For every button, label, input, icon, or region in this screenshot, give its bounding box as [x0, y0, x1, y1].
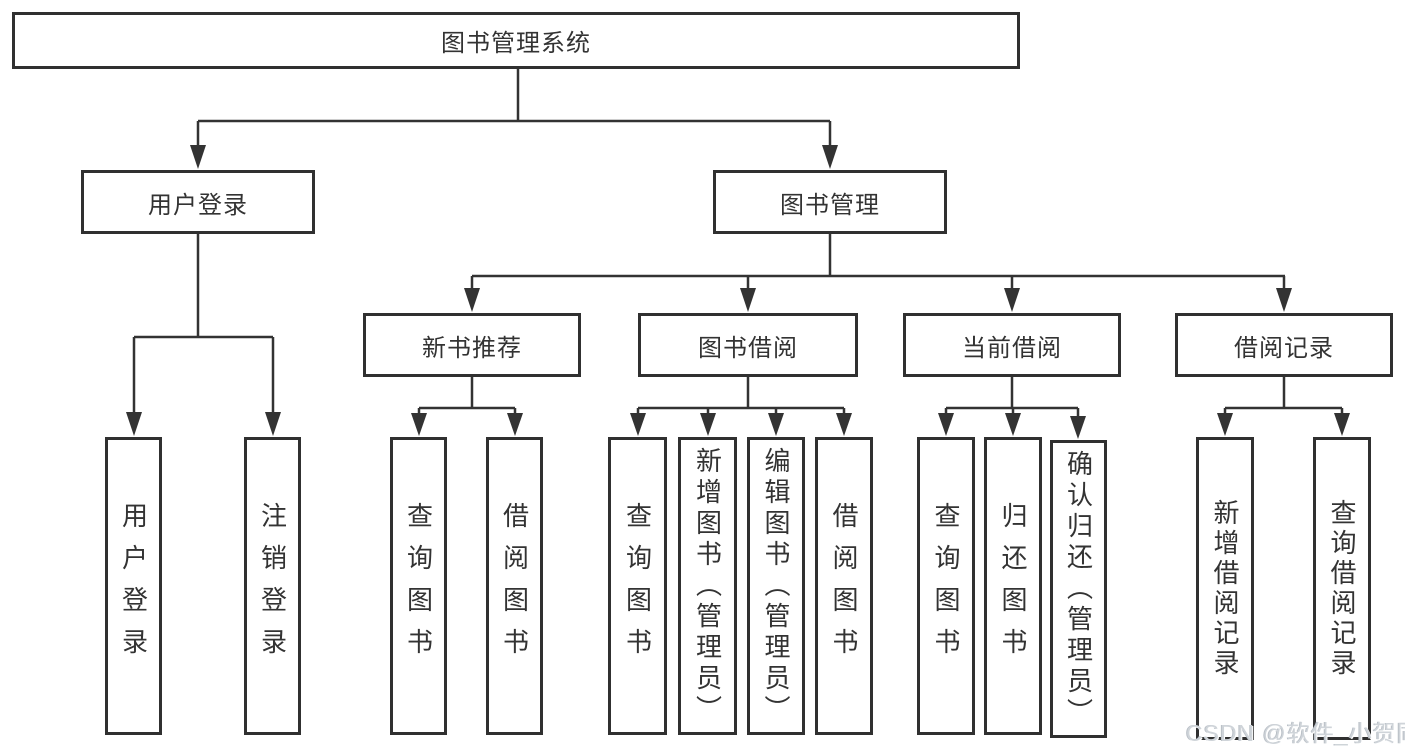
- leaf-confirm-return-admin: 确认归还（管理员）: [1050, 440, 1107, 738]
- node-user-login-label: 用户登录: [148, 191, 248, 219]
- leaf-return-books: 归还图书: [984, 437, 1042, 735]
- node-new-book-recommend-label: 新书推荐: [422, 334, 522, 362]
- node-book-management-label: 图书管理: [780, 191, 880, 219]
- leaf-borrow-books: 借阅图书: [815, 437, 873, 735]
- leaf-user-login-label: 用户登录: [118, 502, 149, 670]
- leaf-query-books-borrow-label: 查询图书: [622, 502, 653, 670]
- leaf-add-borrow-record-label: 新增借阅记录: [1210, 498, 1240, 679]
- leaf-confirm-return-admin-label: 确认归还（管理员）: [1063, 449, 1094, 729]
- leaf-logout-login: 注销登录: [244, 437, 301, 735]
- leaf-add-books-admin: 新增图书（管理员）: [678, 437, 737, 735]
- leaf-logout-login-label: 注销登录: [257, 502, 288, 670]
- node-borrow-records: 借阅记录: [1175, 313, 1393, 377]
- leaf-edit-books-admin-label: 编辑图书（管理员）: [761, 446, 791, 726]
- leaf-borrow-books-recommend: 借阅图书: [486, 437, 543, 735]
- node-book-borrow: 图书借阅: [638, 313, 858, 377]
- node-current-borrow: 当前借阅: [903, 313, 1121, 377]
- leaf-user-login: 用户登录: [105, 437, 162, 735]
- node-book-borrow-label: 图书借阅: [698, 334, 798, 362]
- node-root-label: 图书管理系统: [441, 30, 591, 57]
- leaf-query-books-current: 查询图书: [917, 437, 975, 735]
- leaf-add-books-admin-label: 新增图书（管理员）: [692, 446, 723, 726]
- arrowheads: [126, 145, 1350, 439]
- leaf-query-borrow-record: 查询借阅记录: [1313, 437, 1371, 740]
- leaf-query-borrow-record-label: 查询借阅记录: [1327, 498, 1357, 679]
- node-root: 图书管理系统: [12, 12, 1020, 69]
- node-book-management: 图书管理: [713, 170, 947, 234]
- leaf-query-books-current-label: 查询图书: [931, 502, 961, 670]
- csdn-watermark: CSDN @软件_小贺同学: [1186, 720, 1405, 746]
- node-borrow-records-label: 借阅记录: [1234, 334, 1334, 362]
- leaf-edit-books-admin: 编辑图书（管理员）: [747, 437, 805, 735]
- node-new-book-recommend: 新书推荐: [363, 313, 581, 377]
- leaf-return-books-label: 归还图书: [998, 502, 1028, 670]
- leaf-query-books-borrow: 查询图书: [608, 437, 667, 735]
- node-current-borrow-label: 当前借阅: [962, 334, 1062, 362]
- leaf-query-books-recommend-label: 查询图书: [403, 502, 434, 670]
- leaf-borrow-books-recommend-label: 借阅图书: [499, 502, 530, 670]
- node-user-login: 用户登录: [81, 170, 315, 234]
- leaf-borrow-books-label: 借阅图书: [829, 502, 859, 670]
- leaf-add-borrow-record: 新增借阅记录: [1196, 437, 1254, 740]
- leaf-query-books-recommend: 查询图书: [390, 437, 447, 735]
